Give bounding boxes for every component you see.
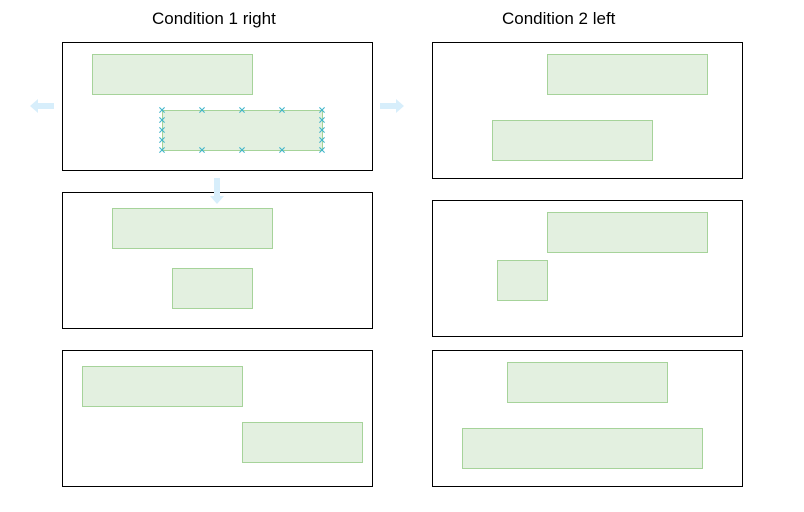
bar[interactable]: [507, 362, 668, 403]
bar[interactable]: [172, 268, 253, 309]
arrow-left-icon[interactable]: [29, 97, 55, 115]
bar[interactable]: [497, 260, 548, 301]
bar[interactable]: [492, 120, 653, 161]
column-title-condition-2: Condition 2 left: [502, 9, 616, 28]
panel-condition-1-middle[interactable]: [62, 192, 373, 329]
arrow-down-icon[interactable]: [208, 177, 226, 205]
bar[interactable]: [547, 54, 708, 95]
panel-condition-2-middle[interactable]: [432, 200, 743, 337]
panel-condition-2-bottom[interactable]: [432, 350, 743, 487]
arrow-right-shape: [380, 99, 404, 113]
arrow-down-shape: [210, 178, 224, 204]
panel-condition-2-top[interactable]: [432, 42, 743, 179]
bar[interactable]: [82, 366, 243, 407]
bar[interactable]: [462, 428, 703, 469]
column-title-condition-1: Condition 1 right: [152, 9, 276, 28]
bar[interactable]: [92, 54, 253, 95]
panel-condition-1-top[interactable]: [62, 42, 373, 171]
bar[interactable]: [242, 422, 363, 463]
selected-bar[interactable]: [162, 110, 323, 151]
arrow-left-shape: [30, 99, 54, 113]
bar[interactable]: [112, 208, 273, 249]
bar[interactable]: [547, 212, 708, 253]
arrow-right-icon[interactable]: [379, 97, 405, 115]
panel-condition-1-bottom[interactable]: [62, 350, 373, 487]
